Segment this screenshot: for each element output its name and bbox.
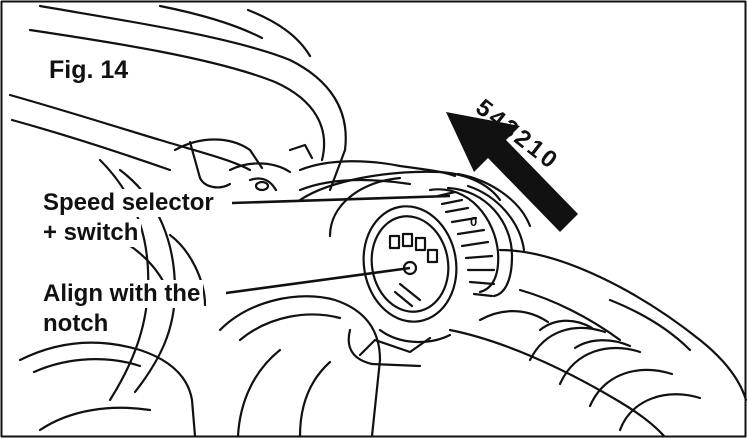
align-notch-leader-line — [225, 266, 411, 295]
arrow-up-left-icon — [446, 112, 578, 232]
housing-lower — [18, 341, 197, 438]
figure-label: Fig. 14 — [46, 56, 132, 85]
dial-disc — [362, 205, 458, 323]
handle-top — [498, 248, 747, 402]
speed-selector-label: Speed selector — [40, 189, 217, 217]
selector-ring — [428, 188, 500, 294]
dial-zero-marking: 0 — [470, 214, 477, 229]
housing-top — [38, 4, 347, 192]
dial-cowl — [298, 170, 502, 202]
align-label: Align with the — [40, 280, 204, 308]
switch-label: + switch — [40, 219, 142, 247]
handle-bottom — [448, 328, 666, 438]
notch-label: notch — [40, 310, 112, 338]
speed-selector-leader-line — [231, 194, 451, 205]
